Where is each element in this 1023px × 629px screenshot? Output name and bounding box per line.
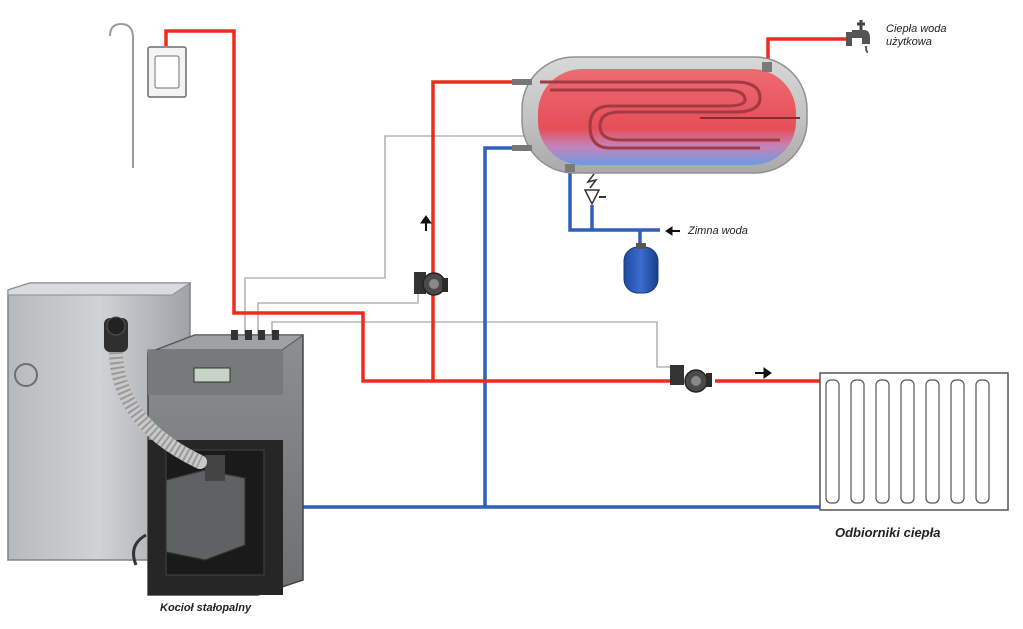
safety-valve-icon (583, 173, 606, 206)
room-thermostat (109, 22, 187, 168)
cold-water-label: Zimna woda (688, 225, 748, 237)
signal-wires (244, 135, 672, 368)
heating-circulation-pump (670, 365, 712, 393)
return-pipes (303, 146, 820, 509)
boiler-label: Kocioł stałopalny (160, 602, 252, 614)
radiator (819, 372, 1009, 511)
expansion-vessel-icon (623, 243, 659, 294)
hot-water-tank (512, 56, 808, 174)
heat-receivers-label: Odbiorniki ciepła (835, 525, 941, 540)
hot-water-label: Ciepła woda użytkowa (886, 23, 947, 48)
solid-fuel-boiler (7, 282, 305, 596)
flow-arrow-icon (420, 215, 772, 379)
tap-icon (846, 20, 870, 53)
dhw-circulation-pump (414, 272, 448, 296)
